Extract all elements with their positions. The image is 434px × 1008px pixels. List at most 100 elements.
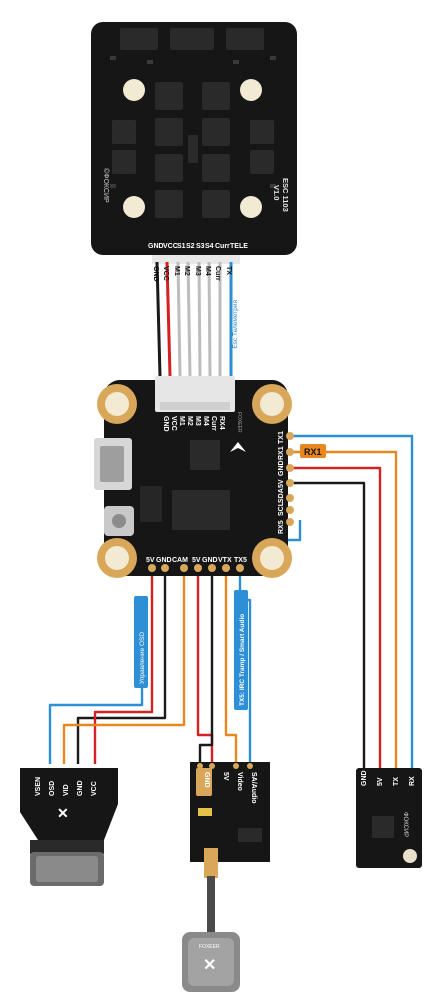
vtx-pin-video: Video [236, 772, 243, 791]
fc-pin-curr: Curr [210, 416, 217, 431]
fc-pin-m4: M4 [202, 416, 209, 426]
rx1-callout [300, 444, 326, 458]
antenna-logo-icon: ✕ [203, 957, 216, 974]
fc-pad-label-rx5: RX5 [278, 520, 285, 534]
vtx-callout [234, 590, 248, 710]
fc-pin-gnd: GND [162, 416, 169, 432]
wire-rx-5v [292, 466, 382, 770]
receiver-pin-rx: RX [409, 776, 416, 786]
wire-vtx-video [224, 568, 238, 762]
esc-pad-s3: S3 [196, 243, 205, 250]
esc-board: ©ФОКСИР ESC 1103 V1.0 GND VCC S1 S2 S3 S… [91, 22, 297, 255]
receiver-pin-gnd: GND [361, 770, 368, 786]
wire-label-m1: M1 [173, 266, 180, 276]
receiver-pin-labels: GND 5V TX RX [361, 770, 416, 786]
wire-label-m2: M2 [183, 266, 190, 276]
wire-m2 [186, 261, 192, 377]
fc-pad-5v [286, 479, 294, 487]
wire-label-tx: TX [225, 266, 232, 275]
fc-gyro-chip [190, 440, 220, 470]
fc-pad-sda [286, 494, 294, 502]
osd-callout [134, 596, 148, 688]
wire-rx-tx1 [290, 434, 414, 770]
esc-mount-hole-bl [123, 196, 145, 218]
esc-model-label: ESC 1103 [281, 178, 290, 212]
fc-pad-label-gnd-a: GND [156, 557, 172, 564]
vtx-module: GND 5V Video SA/Audio [190, 762, 270, 932]
wire-cam-gnd [76, 568, 167, 764]
camera-logo-icon: ✕ [57, 805, 69, 821]
wire-label-vcc: VCC [162, 266, 169, 281]
esc-components [110, 56, 276, 188]
fc-pin-rx4: RX4 [218, 416, 225, 430]
fc-brand-label: FOXEER [236, 412, 242, 433]
camera-pin-osd: OSD [49, 781, 56, 796]
fc-pad-tx1 [286, 432, 294, 440]
fc-pin-m2: M2 [186, 416, 193, 426]
peripheral-wires [48, 434, 414, 770]
esc-pad-gnd: GND [148, 243, 164, 250]
esc-pad-s2: S2 [186, 243, 195, 250]
esc-mount-hole-tl [123, 79, 145, 101]
fc-mcu-chip [172, 490, 230, 530]
vtx-antenna-connector [204, 848, 218, 878]
fc-pad-label-5v-a: 5V [146, 557, 155, 564]
fc-pad-label-vtx: VTX [218, 557, 232, 564]
telemetry-label: Esc Телеметрия [232, 300, 239, 349]
esc-pad-tele: TELE [230, 243, 248, 250]
osd-callout-label: Управление OSD [139, 632, 146, 684]
fc-pad-label-gnd-b: GND [202, 557, 218, 564]
receiver-pin-tx: TX [393, 777, 400, 786]
wire-m4 [207, 261, 212, 377]
rx1-callout-label: RX1 [304, 447, 322, 457]
fc-pad-label-sda: SDA [278, 488, 285, 503]
esc-pad-s1: S1 [177, 243, 186, 250]
esc-mount-hole-br [240, 196, 262, 218]
antenna: FOXEER ✕ [182, 932, 240, 992]
wire-vtx-gnd [198, 568, 214, 762]
wire-label-curr: Curr [214, 266, 221, 281]
wire-m3 [197, 261, 202, 377]
esc-pad-labels: GND VCC S1 S2 S3 S4 Curr TELE [148, 243, 248, 250]
esc-version-label: V1.0 [272, 185, 281, 200]
fc-direction-arrow-icon [230, 442, 246, 452]
wire-cam-vid [62, 568, 186, 764]
antenna-cable [207, 876, 215, 932]
fc-pin-m1: M1 [178, 416, 185, 426]
fc-pin-m3: M3 [194, 416, 201, 426]
antenna-brand-label: FOXEER [199, 944, 220, 950]
receiver-pin-5v: 5V [377, 777, 384, 786]
vtx-pin-5v: 5V [222, 772, 229, 781]
wire-label-gnd: GND [152, 266, 159, 282]
wire-rx-rx1 [292, 450, 398, 770]
vtx-pin-sa: SA/Audio [250, 772, 257, 804]
camera-pin-vcc: VCC [91, 781, 98, 796]
fc-pcb [104, 380, 288, 576]
fc-pad-label-5v: 5V [278, 479, 285, 488]
fc-pad-label-rx1: RX1 [278, 446, 285, 460]
flight-controller: FOXEER GND VCC M1 M2 M3 M4 Curr RX4 TX1 … [94, 376, 294, 578]
esc-pad-vcc: VCC [163, 243, 178, 250]
fc-pad-rx5 [286, 518, 294, 526]
fc-bottom-pads: 5V GND CAM 5V GND VTX TX5 [146, 557, 247, 572]
fc-right-pads: TX1 RX1 GND 5V SDA SCL RX5 [278, 431, 294, 534]
esc-brand-label: ©ФОКСИР [102, 168, 110, 203]
vtx-pin-gnd: GND [203, 772, 210, 788]
wire-label-m3: M3 [194, 266, 201, 276]
wire-cam-vcc [93, 568, 154, 764]
wire-label-m4: M4 [204, 266, 211, 276]
camera-body [20, 768, 118, 840]
fc-pin-vcc: VCC [170, 416, 177, 431]
fc-plug-pin-labels: GND VCC M1 M2 M3 M4 Curr RX4 [162, 416, 225, 432]
receiver-brand-label: ФОКСИР [402, 812, 408, 837]
fc-pad-label-5v-b: 5V [192, 557, 201, 564]
esc-pad-s4: S4 [205, 243, 214, 250]
wire-gnd [155, 261, 162, 377]
fc-pad-scl [286, 506, 294, 514]
vtx-pin-labels: GND 5V Video SA/Audio [203, 772, 257, 804]
esc-mount-hole-tr [240, 79, 262, 101]
wire-vcc [165, 261, 172, 377]
fc-pad-label-cam: CAM [172, 557, 188, 564]
